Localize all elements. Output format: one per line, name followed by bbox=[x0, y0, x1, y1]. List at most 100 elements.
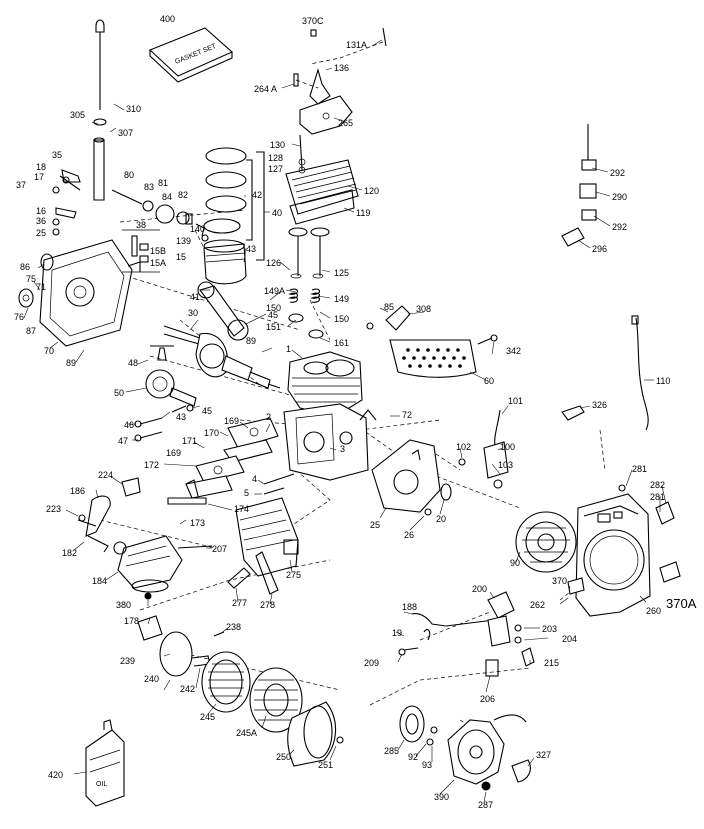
governor-gear bbox=[111, 189, 193, 225]
label-25b: 25 bbox=[370, 520, 380, 530]
label-305: 305 bbox=[70, 110, 85, 120]
label-130: 130 bbox=[270, 140, 285, 150]
label-126: 126 bbox=[266, 258, 281, 268]
label-151: 151 bbox=[266, 322, 281, 332]
muffler-hardware bbox=[227, 551, 279, 595]
label-370A: 370A bbox=[666, 596, 697, 611]
label-83: 83 bbox=[144, 182, 154, 192]
label-206: 206 bbox=[480, 694, 495, 704]
label-120: 120 bbox=[364, 186, 379, 196]
label-307: 307 bbox=[118, 128, 133, 138]
label-17: 17 bbox=[34, 172, 44, 182]
label-25a: 25 bbox=[36, 228, 46, 238]
crankshaft-30 bbox=[163, 325, 281, 389]
label-140: 140 bbox=[190, 224, 205, 234]
label-327: 327 bbox=[536, 750, 551, 760]
muffler-275 bbox=[235, 497, 299, 577]
label-5: 5 bbox=[244, 488, 249, 498]
label-215: 215 bbox=[544, 658, 559, 668]
label-50: 50 bbox=[114, 388, 124, 398]
label-46: 46 bbox=[124, 420, 134, 430]
label-186: 186 bbox=[70, 486, 85, 496]
label-245A: 245A bbox=[236, 728, 257, 738]
control-bracket-parts bbox=[398, 591, 535, 677]
blower-housing-260 bbox=[567, 484, 681, 617]
bracket-265 bbox=[293, 27, 387, 135]
label-292a: 292 bbox=[610, 168, 625, 178]
label-150b: 150 bbox=[334, 314, 349, 324]
label-125: 125 bbox=[334, 268, 349, 278]
governor-linkage bbox=[52, 169, 81, 236]
crankcase-cover-70 bbox=[18, 239, 141, 347]
air-cleaner-assembly bbox=[137, 615, 344, 767]
label-90: 90 bbox=[510, 558, 520, 568]
recoil-starter bbox=[399, 705, 531, 791]
label-93: 93 bbox=[422, 760, 432, 770]
label-37: 37 bbox=[16, 180, 26, 190]
cylinder-block-1 bbox=[283, 351, 377, 481]
label-173: 173 bbox=[190, 518, 205, 528]
label-209: 209 bbox=[364, 658, 379, 668]
label-38: 38 bbox=[136, 220, 146, 230]
label-45a: 45 bbox=[268, 310, 278, 320]
label-250: 250 bbox=[276, 752, 291, 762]
label-128: 128 bbox=[268, 153, 283, 163]
label-92: 92 bbox=[408, 752, 418, 762]
label-161: 161 bbox=[334, 338, 349, 348]
label-42: 42 bbox=[252, 190, 262, 200]
label-287: 287 bbox=[478, 800, 493, 810]
label-101: 101 bbox=[508, 396, 523, 406]
label-119: 119 bbox=[356, 208, 370, 218]
dipstick-310 bbox=[93, 19, 107, 201]
label-18: 18 bbox=[36, 162, 46, 172]
label-308: 308 bbox=[416, 304, 431, 314]
label-224: 224 bbox=[98, 470, 113, 480]
label-127: 127 bbox=[268, 164, 283, 174]
label-172: 172 bbox=[144, 460, 159, 470]
label-149: 149 bbox=[334, 294, 349, 304]
label-204: 204 bbox=[562, 634, 577, 644]
breather-parts bbox=[122, 223, 209, 273]
label-285: 285 bbox=[384, 746, 399, 756]
label-3: 3 bbox=[340, 444, 345, 454]
label-35: 35 bbox=[52, 150, 62, 160]
label-60: 60 bbox=[484, 376, 494, 386]
label-251: 251 bbox=[318, 760, 333, 770]
ignition-module bbox=[458, 409, 509, 489]
label-310: 310 bbox=[126, 104, 141, 114]
cylinder-head-120 bbox=[285, 134, 359, 225]
label-41: 41 bbox=[190, 292, 200, 302]
label-89a: 89 bbox=[66, 358, 76, 368]
label-19: 19 bbox=[392, 628, 402, 638]
flywheel-90 bbox=[515, 511, 577, 573]
label-139: 139 bbox=[176, 236, 191, 246]
carburetor-184 bbox=[113, 535, 213, 600]
label-370C: 370C bbox=[302, 16, 324, 26]
label-80: 80 bbox=[124, 170, 134, 180]
label-89b: 89 bbox=[246, 336, 256, 346]
label-2: 2 bbox=[266, 412, 271, 422]
label-81: 81 bbox=[158, 178, 168, 188]
label-400: 400 bbox=[160, 14, 175, 24]
label-242: 242 bbox=[180, 684, 195, 694]
label-40: 40 bbox=[272, 208, 282, 218]
intake-manifold bbox=[185, 417, 279, 499]
label-15A: 15A bbox=[150, 258, 166, 268]
label-182: 182 bbox=[62, 548, 77, 558]
label-149A: 149A bbox=[264, 286, 285, 296]
label-292b: 292 bbox=[612, 222, 627, 232]
label-277: 277 bbox=[232, 598, 247, 608]
label-20: 20 bbox=[436, 514, 446, 524]
label-86: 86 bbox=[20, 262, 30, 272]
label-4: 4 bbox=[252, 474, 257, 484]
label-171: 171 bbox=[182, 436, 197, 446]
label-239: 239 bbox=[120, 656, 135, 666]
label-76: 76 bbox=[14, 312, 24, 322]
leader-lines bbox=[23, 39, 667, 803]
label-43: 43 bbox=[246, 244, 256, 254]
label-296: 296 bbox=[592, 244, 607, 254]
label-169b: 169 bbox=[166, 448, 181, 458]
oil-bottle-420: OIL bbox=[85, 719, 125, 807]
label-240: 240 bbox=[144, 674, 159, 684]
